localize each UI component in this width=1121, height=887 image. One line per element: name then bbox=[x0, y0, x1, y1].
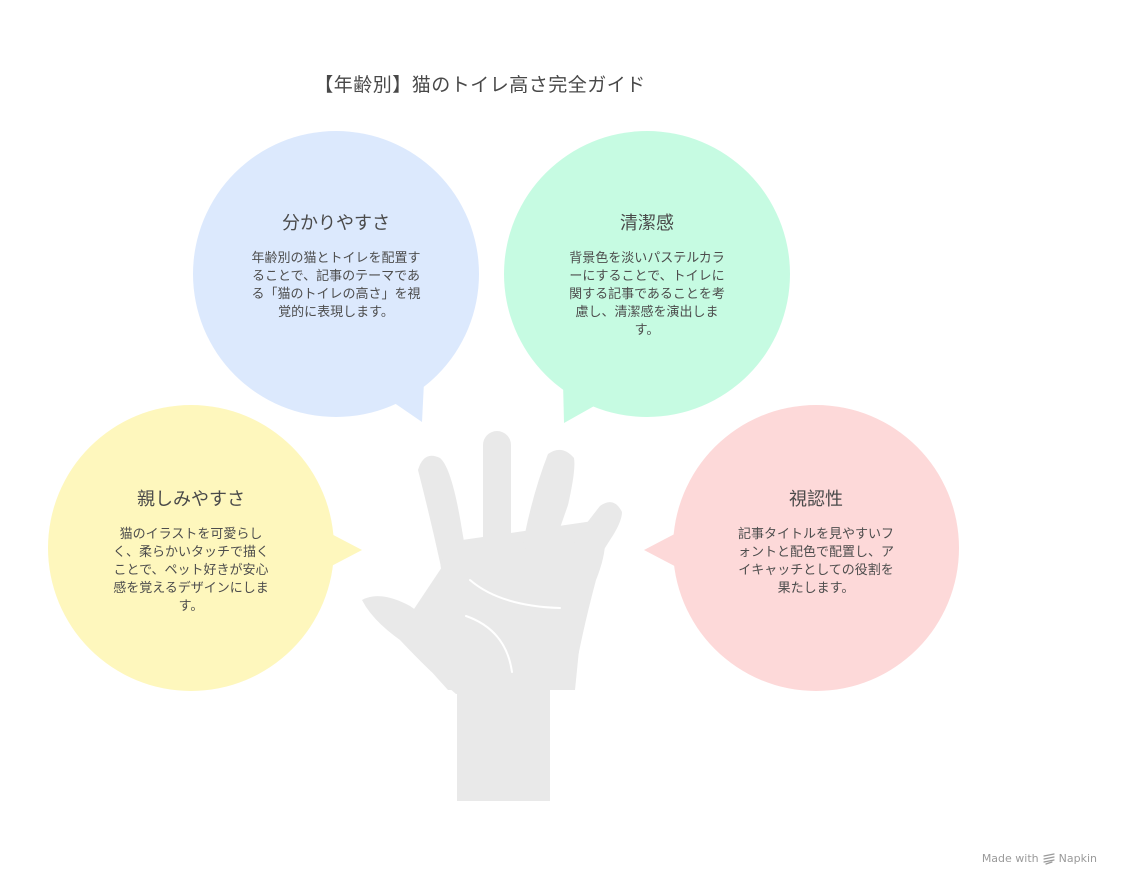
bubble-body: 猫のイラストを可愛らしく、柔らかいタッチで描くことで、ペット好きが安心感を覚える… bbox=[112, 527, 269, 614]
watermark-made-with: Made with bbox=[981, 852, 1039, 865]
palm-lines bbox=[465, 579, 561, 673]
bubble-friendliness-text: 親しみやすさ 猫のイラストを可愛らしく、柔らかいタッチで描くことで、ペット好きが… bbox=[91, 485, 291, 616]
napkin-logo-icon bbox=[1043, 852, 1055, 865]
bubble-cleanliness bbox=[504, 131, 790, 423]
bubble-clarity bbox=[193, 131, 479, 422]
diagram-title: 【年齢別】猫のトイレ高さ完全ガイド bbox=[314, 74, 646, 96]
bubble-heading: 親しみやすさ bbox=[137, 489, 245, 510]
watermark[interactable]: Made with Napkin bbox=[982, 852, 1097, 865]
bubble-heading: 清潔感 bbox=[620, 213, 674, 234]
bubble-heading: 視認性 bbox=[789, 489, 843, 510]
bubble-heading: 分かりやすさ bbox=[282, 213, 390, 234]
bubble-friendliness bbox=[48, 405, 362, 691]
bubble-body: 背景色を淡いパステルカラーにすることで、トイレに関する記事であることを考慮し、清… bbox=[569, 251, 725, 338]
bubble-body: 記事タイトルを見やすいフォントと配色で配置し、アイキャッチとしての役割を果たしま… bbox=[737, 527, 894, 596]
bubble-cleanliness-text: 清潔感 背景色を淡いパステルカラーにすることで、トイレに関する記事であることを考… bbox=[547, 209, 747, 340]
hand-illustration bbox=[362, 431, 622, 801]
bubble-body: 年齢別の猫とトイレを配置することで、記事のテーマである「猫のトイレの高さ」を視覚… bbox=[251, 251, 421, 320]
bubble-clarity-text: 分かりやすさ 年齢別の猫とトイレを配置することで、記事のテーマである「猫のトイレ… bbox=[236, 209, 436, 322]
bubble-visibility bbox=[644, 405, 959, 691]
watermark-brand: Napkin bbox=[1058, 852, 1097, 865]
bubble-visibility-text: 視認性 記事タイトルを見やすいフォントと配色で配置し、アイキャッチとしての役割を… bbox=[716, 485, 916, 598]
